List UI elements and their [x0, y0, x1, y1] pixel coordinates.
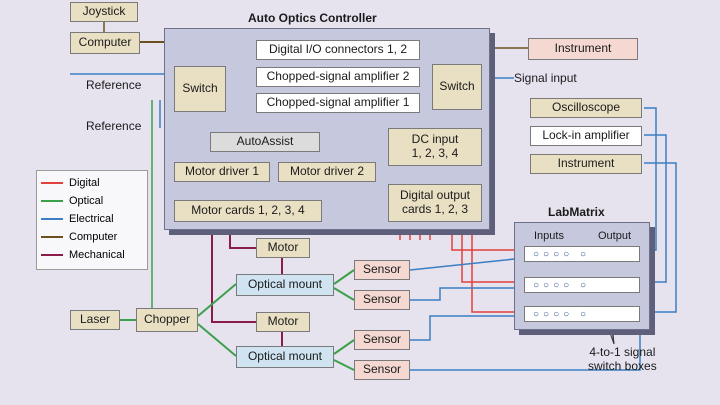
wire-sensor-3-lm — [410, 315, 524, 341]
sensor-1-box: Sensor — [354, 260, 410, 280]
oscilloscope-box: Oscilloscope — [530, 98, 642, 118]
dc-input-line1: DC input — [411, 132, 459, 147]
wire-mech-motor-1 — [229, 222, 256, 249]
dc-input-line2: 1, 2, 3, 4 — [411, 146, 459, 160]
legend-item-electrical: Electrical — [41, 210, 143, 228]
chopped-amp-2-box: Chopped-signal amplifier 2 — [256, 67, 420, 87]
optical-mount-2-box: Optical mount — [236, 346, 334, 368]
labmatrix-row-3: ○○○○ ○ — [524, 306, 640, 322]
wire-digital-lm-3 — [471, 222, 524, 313]
legend-label: Electrical — [69, 213, 114, 225]
sensor-4-box: Sensor — [354, 360, 410, 380]
sensor-2-box: Sensor — [354, 290, 410, 310]
joystick-box: Joystick — [70, 2, 138, 22]
wire-optical-mount-1 — [197, 283, 237, 317]
switch-left-box: Switch — [174, 66, 226, 112]
wire-sensor-4-lm — [410, 322, 641, 371]
wire-lm-instr — [640, 162, 677, 313]
optical-mount-1-box: Optical mount — [236, 274, 334, 296]
computer-box: Computer — [70, 32, 140, 54]
labmatrix-inputs-label: Inputs — [534, 230, 564, 242]
signal-input-label: Signal input — [514, 71, 577, 85]
legend-label: Mechanical — [69, 249, 125, 261]
digital-output-box: Digital output cards 1, 2, 3 — [388, 184, 482, 222]
legend: Digital Optical Electrical Computer Mech… — [36, 170, 148, 270]
chopper-box: Chopper — [136, 308, 198, 332]
legend-label: Optical — [69, 195, 104, 207]
lockin-box: Lock-in amplifier — [530, 126, 642, 146]
wire-mech-motor-2 — [211, 222, 256, 323]
dc-input-box: DC input 1, 2, 3, 4 — [388, 128, 482, 166]
switch-boxes-line2: switch boxes — [588, 358, 657, 373]
wire-opt-s1 — [333, 269, 355, 285]
legend-swatch — [41, 200, 63, 202]
legend-swatch — [41, 218, 63, 220]
digital-output-line1: Digital output — [399, 188, 471, 203]
autoassist-box: AutoAssist — [210, 132, 320, 152]
labmatrix-row-1: ○○○○ ○ — [524, 246, 640, 262]
labmatrix-output-label: Output — [598, 230, 632, 242]
motor-driver-2-box: Motor driver 2 — [278, 162, 376, 182]
motor-2-box: Motor — [256, 312, 310, 332]
digital-output-line2: cards 1, 2, 3 — [401, 202, 469, 216]
wire-digital-lm-2 — [461, 222, 524, 283]
motor-cards-box: Motor cards 1, 2, 3, 4 — [174, 200, 322, 222]
wire-sensor-1-lm — [409, 257, 525, 271]
labmatrix-title: LabMatrix — [548, 205, 605, 219]
legend-item-computer: Computer — [41, 228, 143, 246]
legend-label: Digital — [69, 177, 100, 189]
legend-swatch — [41, 254, 63, 256]
wire-digital-lm-1 — [451, 222, 524, 251]
legend-item-mechanical: Mechanical — [41, 246, 143, 264]
motor-1-box: Motor — [256, 238, 310, 258]
laser-box: Laser — [70, 310, 120, 330]
legend-item-optical: Optical — [41, 192, 143, 210]
labmatrix-row-2: ○○○○ ○ — [524, 277, 640, 293]
legend-label: Computer — [69, 231, 118, 243]
switch-right-box: Switch — [432, 64, 482, 110]
controller-title: Auto Optics Controller — [248, 11, 377, 25]
legend-swatch — [41, 236, 63, 238]
chopped-amp-1-box: Chopped-signal amplifier 1 — [256, 93, 420, 113]
switch-boxes-line1: 4-to-1 signal — [589, 345, 656, 359]
legend-swatch — [41, 182, 63, 184]
instrument-right-box: Instrument — [530, 154, 642, 174]
digital-io-box: Digital I/O connectors 1, 2 — [256, 40, 420, 60]
motor-driver-1-box: Motor driver 1 — [174, 162, 270, 182]
wire-opt-s2 — [333, 287, 355, 301]
switch-boxes-label: 4-to-1 signal switch boxes — [588, 345, 657, 374]
wire-lm-lockin — [640, 134, 667, 283]
sensor-3-box: Sensor — [354, 330, 410, 350]
wire-opt-s4 — [333, 359, 355, 371]
instrument-top-box: Instrument — [528, 38, 638, 60]
legend-item-digital: Digital — [41, 174, 143, 192]
wire-optical-mount-2 — [197, 323, 237, 357]
reference-label-2: Reference — [86, 119, 142, 133]
wire-sensor-2-lm — [410, 287, 524, 301]
wire-opt-s3 — [333, 339, 355, 355]
reference-label-1: Reference — [86, 78, 142, 92]
